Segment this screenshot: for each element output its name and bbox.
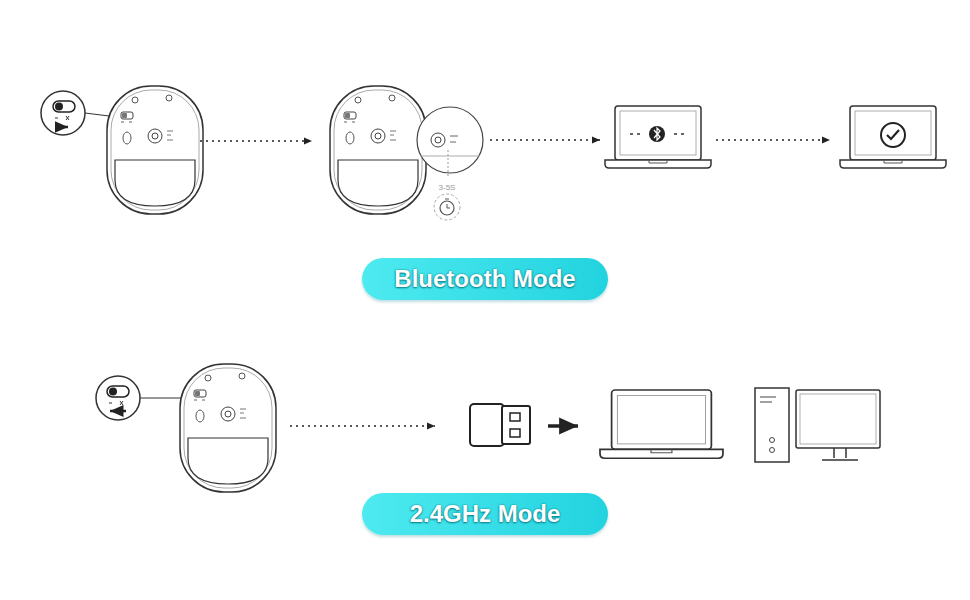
dotted-arrow	[200, 140, 312, 142]
mode-pill: Bluetooth Mode	[362, 258, 608, 300]
mouse-bottom	[107, 86, 203, 214]
mouse-bottom	[180, 364, 276, 492]
dotted-arrow	[490, 139, 600, 141]
dotted-arrow	[716, 139, 830, 141]
timer-label: 3-5S	[439, 183, 456, 192]
desktop-computer	[755, 388, 880, 462]
plug-arrow	[548, 424, 578, 428]
check-icon	[881, 123, 905, 147]
mode-pill: 2.4GHz Mode	[362, 493, 608, 535]
dotted-arrow	[290, 425, 435, 427]
mode-title: Bluetooth Mode	[394, 265, 575, 293]
laptop	[840, 106, 946, 168]
laptop	[600, 390, 723, 458]
usb-receiver	[470, 404, 530, 446]
reset-zoom	[417, 107, 483, 220]
laptop	[605, 106, 711, 168]
mouse-bottom	[330, 86, 426, 214]
mode-title: 2.4GHz Mode	[410, 500, 561, 528]
bluetooth-icon	[630, 126, 684, 142]
